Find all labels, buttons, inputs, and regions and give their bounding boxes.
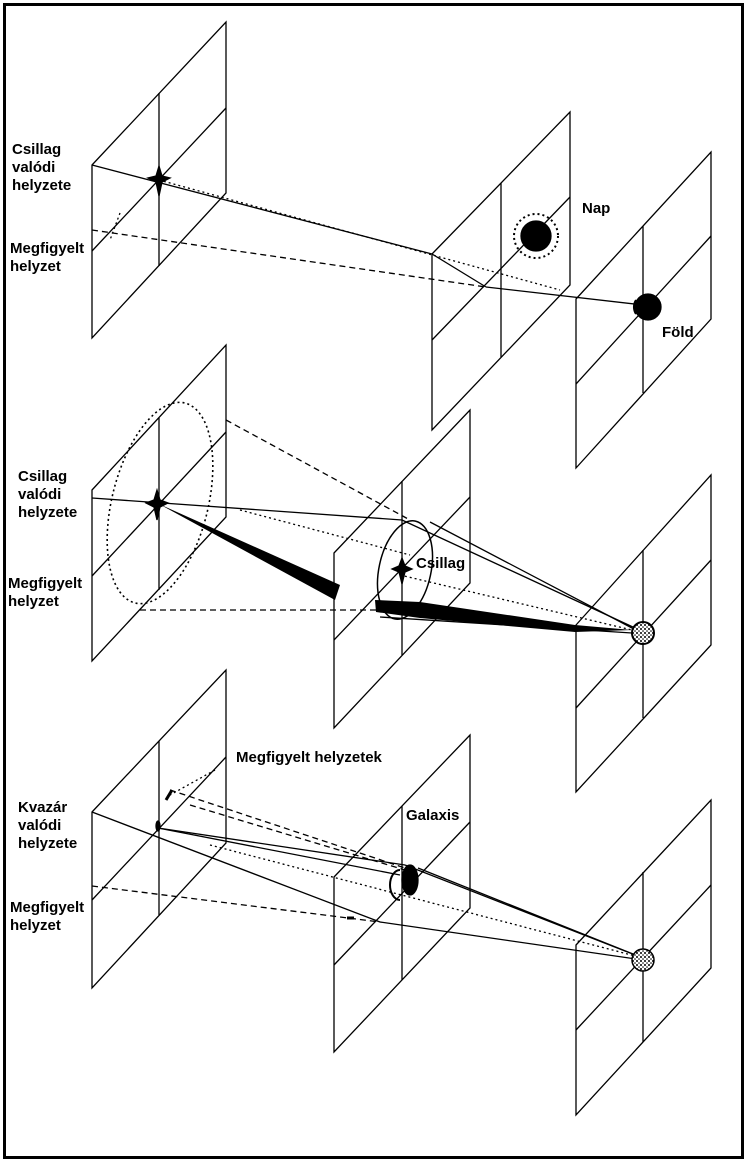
sun-icon — [520, 220, 552, 252]
earth-icon — [631, 621, 655, 645]
lens-star-label: Csillag — [416, 555, 465, 572]
sun-corona — [513, 213, 559, 259]
true-position-label-line-3: helyzete — [12, 177, 71, 194]
panel-sun-deflection — [91, 20, 712, 470]
true-position-label-line-1: Kvazár — [18, 799, 67, 816]
panel-star-lensing — [91, 343, 712, 794]
true-position-label-line-3: helyzete — [18, 504, 77, 521]
true-position-label-line-3: helyzete — [18, 835, 77, 852]
true-position-label-line-2: valódi — [18, 486, 61, 503]
observed-image-mark — [164, 789, 174, 801]
star-icon — [146, 163, 172, 197]
light-bundle — [159, 504, 340, 600]
earth-icon — [634, 293, 662, 321]
observed-position-label-line-1: Megfigyelt — [10, 240, 84, 257]
true-position-label-line-2: valódi — [18, 817, 61, 834]
observed-position-label-line-2: helyzet — [10, 917, 61, 934]
sun-plane — [431, 110, 571, 432]
straight-line-dotted — [158, 179, 561, 291]
panel-3-labels: Kvazár valódi helyzete Megfigyelt helyze… — [10, 749, 459, 934]
panel-quasar-lensing — [91, 668, 712, 1117]
panel-1-labels: Csillag valódi helyzete Megfigyelt helyz… — [10, 141, 694, 341]
observed-position-label-line-1: Megfigyelt — [8, 575, 82, 592]
true-ray — [91, 497, 403, 521]
lens-star-icon — [390, 556, 414, 585]
observed-ring — [106, 401, 214, 605]
light-cone-ring — [376, 520, 434, 620]
earth-crescent — [633, 299, 637, 315]
observed-ray — [91, 229, 487, 288]
quasar-icon — [155, 820, 161, 832]
true-position-label-line-1: Csillag — [18, 468, 67, 485]
true-position-label-line-1: Csillag — [12, 141, 61, 158]
star-icon — [144, 487, 170, 521]
earth-label: Föld — [662, 324, 694, 341]
observed-position-label-line-1: Megfigyelt — [10, 899, 84, 916]
sun-label: Nap — [582, 200, 610, 217]
lens-plane — [333, 733, 471, 1054]
true-position-label-line-2: valódi — [12, 159, 55, 176]
true-ray-to-earth — [485, 286, 644, 306]
figure-frame — [3, 3, 744, 1159]
observed-position-label-line-2: helyzet — [8, 593, 59, 610]
true-ray — [91, 164, 433, 255]
galaxy-icon — [401, 864, 419, 896]
observed-positions-label: Megfigyelt helyzetek — [236, 749, 383, 766]
galaxy-label: Galaxis — [406, 807, 459, 824]
light-bundle-2 — [375, 600, 632, 632]
earth-icon — [631, 948, 655, 972]
observed-position-label-line-2: helyzet — [10, 258, 61, 275]
panel-2-labels: Csillag valódi helyzete Megfigyelt helyz… — [8, 468, 465, 610]
true-ray-bend — [431, 253, 487, 288]
